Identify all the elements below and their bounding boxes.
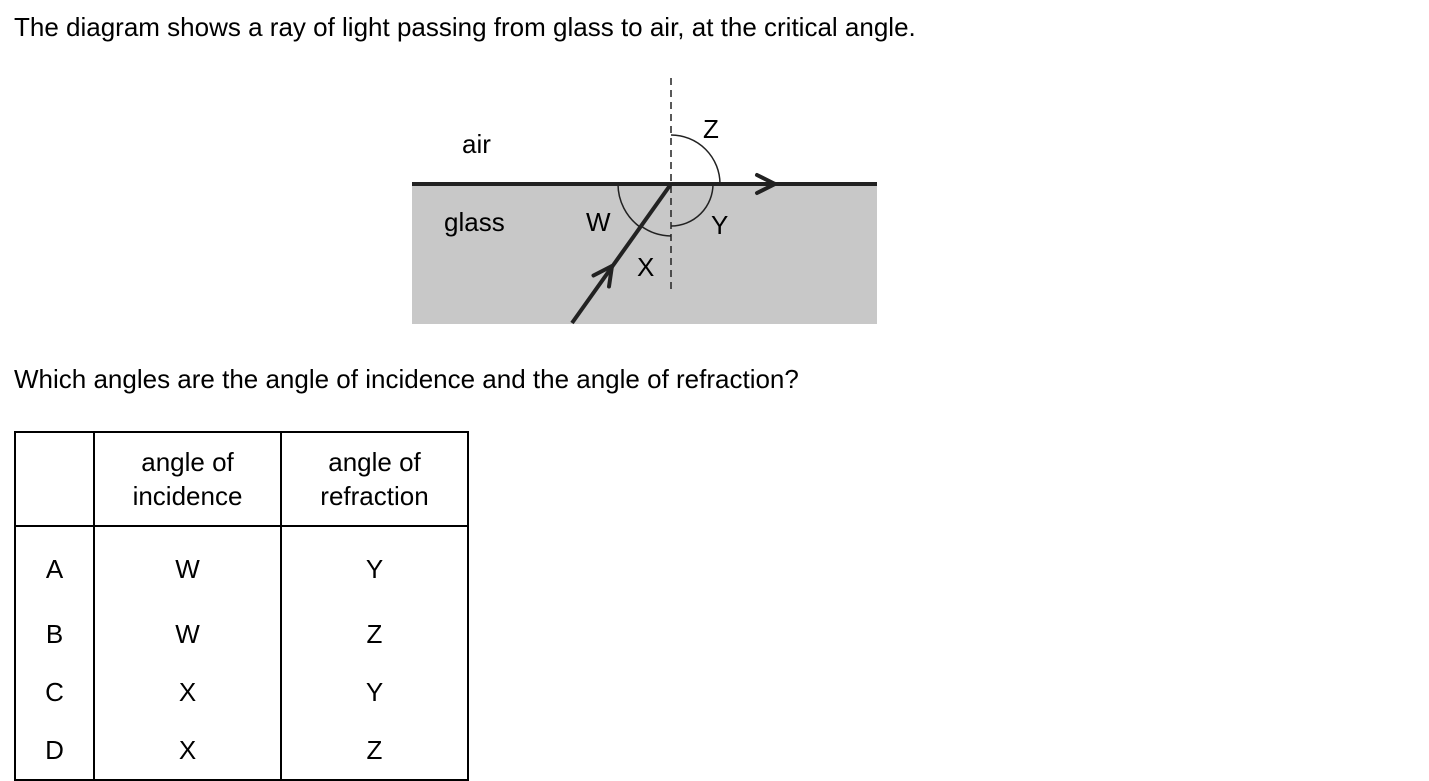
table-row: D X Z bbox=[14, 721, 469, 781]
angle-label-x: X bbox=[637, 252, 654, 282]
table-row: A W Y bbox=[14, 526, 469, 605]
table-row: B W Z bbox=[14, 605, 469, 663]
angle-arc-w bbox=[617, 183, 641, 228]
header-refraction-line1: angle of bbox=[328, 447, 421, 477]
row-incidence: X bbox=[93, 663, 282, 721]
header-incidence-line1: angle of bbox=[141, 447, 234, 477]
incident-ray bbox=[570, 182, 673, 325]
angle-label-y: Y bbox=[711, 210, 728, 240]
incident-ray-arrowhead bbox=[591, 264, 614, 289]
header-letter-cell bbox=[14, 431, 95, 527]
table-row: C X Y bbox=[14, 663, 469, 721]
row-refraction: Z bbox=[280, 605, 469, 663]
header-incidence-line2: incidence bbox=[132, 481, 243, 511]
row-letter: B bbox=[14, 605, 95, 663]
row-incidence: W bbox=[93, 605, 282, 663]
glass-label: glass bbox=[444, 207, 505, 237]
angle-arc-y bbox=[670, 183, 714, 227]
answer-table: angle of incidence angle of refraction A… bbox=[14, 431, 469, 781]
air-label: air bbox=[462, 129, 491, 159]
angle-arc-z bbox=[670, 134, 721, 185]
header-refraction-line2: refraction bbox=[320, 481, 429, 511]
angle-label-w: W bbox=[586, 207, 611, 237]
row-letter: D bbox=[14, 721, 95, 781]
intro-text: The diagram shows a ray of light passing… bbox=[14, 12, 916, 42]
row-refraction: Z bbox=[280, 721, 469, 781]
row-refraction: Y bbox=[280, 526, 469, 605]
answer-table-header: angle of incidence angle of refraction bbox=[14, 431, 469, 527]
header-refraction: angle of refraction bbox=[280, 431, 469, 527]
question-text: Which angles are the angle of incidence … bbox=[14, 364, 799, 394]
row-incidence: X bbox=[93, 721, 282, 781]
angle-arc-x bbox=[640, 225, 672, 237]
row-refraction: Y bbox=[280, 663, 469, 721]
row-incidence: W bbox=[93, 526, 282, 605]
row-letter: A bbox=[14, 526, 95, 605]
angle-label-z: Z bbox=[703, 114, 719, 144]
refracted-ray-arrowhead bbox=[755, 173, 777, 195]
header-incidence: angle of incidence bbox=[93, 431, 282, 527]
row-letter: C bbox=[14, 663, 95, 721]
glass-region bbox=[412, 184, 877, 324]
